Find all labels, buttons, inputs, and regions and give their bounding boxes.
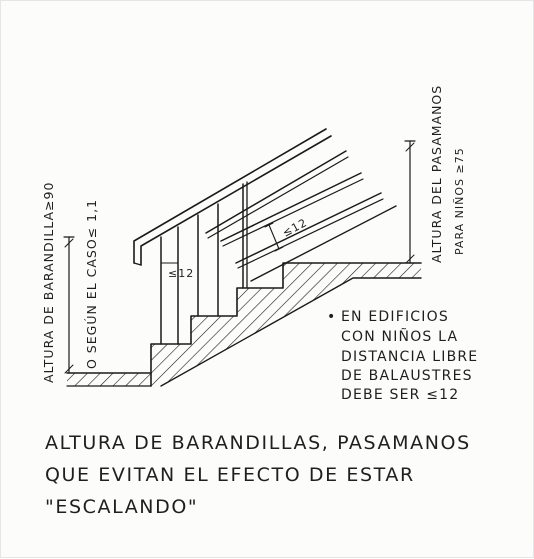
intermediate-rails <box>205 150 397 282</box>
label-gap-lower: ≤12 <box>168 267 194 280</box>
dimension-pasamanos <box>404 140 416 264</box>
dimension-gap-rails <box>264 222 284 252</box>
handrail <box>133 128 332 266</box>
caption: ALTURA DE BARANDILLAS, PASAMANOS QUE EVI… <box>45 432 471 518</box>
note-bullet: • <box>327 309 336 325</box>
note-line-4: DE BALAUSTRES <box>341 368 473 384</box>
caption-line-2: QUE EVITAN EL EFECTO DE ESTAR <box>45 464 415 486</box>
note-line-5: DEBE SER ≤12 <box>341 387 459 403</box>
stair-section <box>66 262 422 387</box>
caption-line-3: "ESCALANDO" <box>45 496 198 518</box>
note-line-2: CON NIÑOS LA <box>341 328 458 345</box>
dimension-barandilla <box>63 236 75 374</box>
note-line-3: DISTANCIA LIBRE <box>341 349 478 365</box>
floor-lower <box>66 372 152 386</box>
note-block: • EN EDIFICIOS CON NIÑOS LA DISTANCIA LI… <box>327 309 478 403</box>
caption-line-1: ALTURA DE BARANDILLAS, PASAMANOS <box>45 432 471 454</box>
balusters <box>160 181 248 345</box>
label-barandilla-alt: O SEGÚN EL CASO≤ 1,1 <box>84 199 99 369</box>
note-line-1: EN EDIFICIOS <box>341 309 449 325</box>
label-barandilla-height: ALTURA DE BARANDILLA≥90 <box>41 182 56 383</box>
label-pasamanos-height: ALTURA DEL PASAMANOS <box>429 85 444 263</box>
label-pasamanos-children: PARA NIÑOS ≥75 <box>453 147 466 255</box>
